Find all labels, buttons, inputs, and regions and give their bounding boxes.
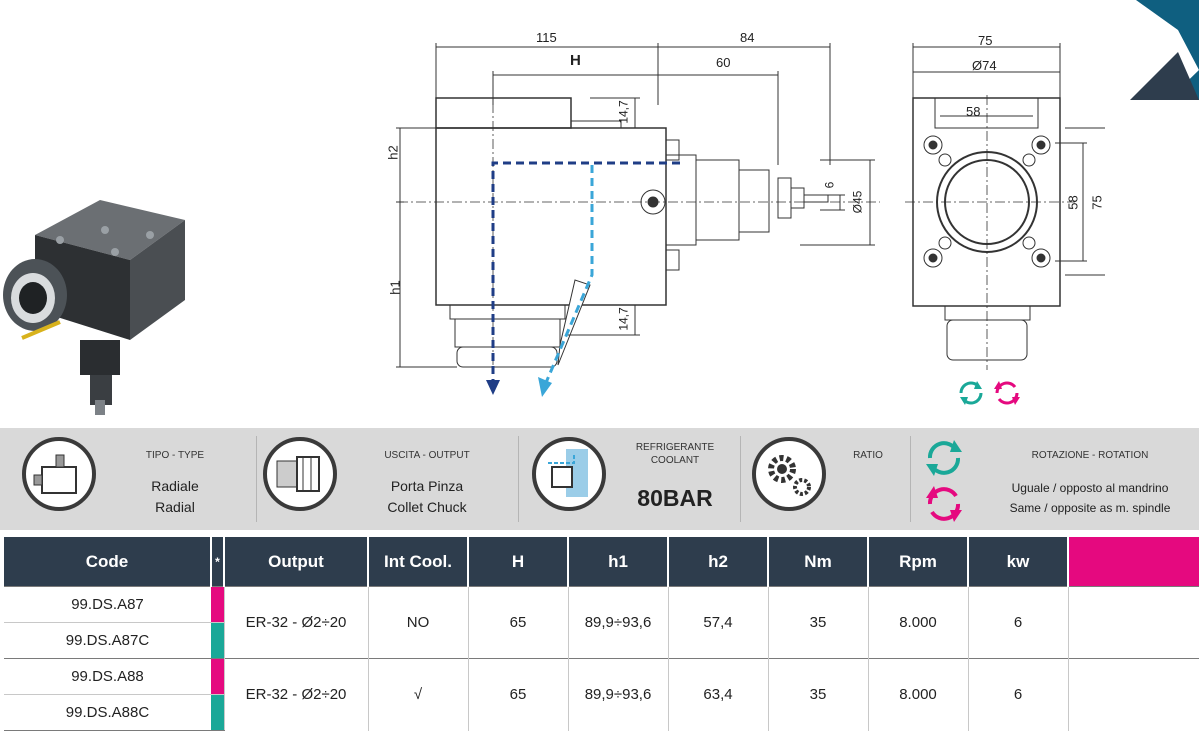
technical-drawing-area: 115 84 H 60 h2 h1 14,7 14,7 6 Ø45 75 Ø74… <box>3 0 1199 415</box>
table-row: 99.DS.A88 ER-32 - Ø2÷20 √ 65 89,9÷93,6 6… <box>4 658 1199 731</box>
header-code: Code <box>4 537 212 587</box>
gears-icon <box>752 437 826 511</box>
dim-58-vertical: 58 <box>1065 195 1081 210</box>
type-value-it: Radiale <box>151 478 199 494</box>
h2-cell: 57,4 <box>668 586 769 659</box>
table-row: 99.DS.A87C <box>4 622 1199 659</box>
dim-h2: h2 <box>385 145 401 160</box>
header-Nm: Nm <box>768 537 869 587</box>
Nm-cell: 35 <box>768 586 869 659</box>
info-band: TIPO - TYPE Radiale Radial USCITA - OUTP… <box>0 428 1199 530</box>
dim-6: 6 <box>822 181 837 189</box>
same-rotation-marker <box>211 658 225 695</box>
dim-58-horizontal: 58 <box>966 104 981 119</box>
output-value-en: Collet Chuck <box>387 499 467 515</box>
opposite-rotation-marker <box>211 694 225 731</box>
header-H: H <box>468 537 569 587</box>
collet-chuck-icon <box>263 437 337 511</box>
coolant-caption-en: COOLANT <box>650 455 700 466</box>
product-illustration <box>3 200 185 415</box>
dim-14-7-top: 14,7 <box>616 100 631 124</box>
dim-dia74: Ø74 <box>972 58 997 73</box>
dim-75-front: 75 <box>978 33 993 48</box>
int-cool-cell: NO <box>368 586 469 659</box>
spec-table: Code * Output Int Cool. H h1 h2 Nm Rpm k… <box>4 537 1199 731</box>
h1-cell: 89,9÷93,6 <box>568 586 669 659</box>
rotation-direction-icons <box>926 440 962 522</box>
front-view-drawing <box>905 43 1105 370</box>
h1-cell: 89,9÷93,6 <box>568 658 669 731</box>
output-cell: ER-32 - Ø2÷20 <box>224 658 369 731</box>
table-row: 99.DS.A88C <box>4 694 1199 731</box>
coolant-pressure: 80BAR <box>637 485 713 511</box>
rotation-caption: ROTAZIONE - ROTATION <box>1031 450 1149 461</box>
coolant-caption-it: REFRIGERANTE <box>635 442 715 453</box>
dim-75-vertical: 75 <box>1089 195 1105 210</box>
H-cell: 65 <box>468 586 569 659</box>
rotation-value-it: Uguale / opposto al mandrino <box>1011 481 1169 495</box>
table-row: 99.DS.A87 ER-32 - Ø2÷20 NO 65 89,9÷93,6 … <box>4 586 1199 659</box>
table-header-row: Code * Output Int Cool. H h1 h2 Nm Rpm k… <box>4 537 1199 587</box>
header-accent <box>1068 537 1199 587</box>
opposite-rotation-marker <box>211 622 225 659</box>
code-cell: 99.DS.A87 <box>4 586 211 623</box>
code-cell: 99.DS.A88C <box>4 694 211 731</box>
rotation-icons <box>959 381 1020 405</box>
H-cell: 65 <box>468 658 569 731</box>
header-kw: kw <box>968 537 1069 587</box>
output-value-it: Porta Pinza <box>390 478 464 494</box>
Rpm-cell: 8.000 <box>868 586 969 659</box>
dim-115: 115 <box>536 30 557 45</box>
kw-cell: 6 <box>968 586 1069 659</box>
empty-cell <box>1068 586 1199 659</box>
kw-cell: 6 <box>968 658 1069 731</box>
radial-type-icon <box>22 437 96 511</box>
code-cell: 99.DS.A87C <box>4 622 211 659</box>
output-cell: ER-32 - Ø2÷20 <box>224 586 369 659</box>
separator <box>518 436 519 522</box>
header-star: * <box>211 537 225 587</box>
output-caption: USCITA - OUTPUT <box>384 450 470 461</box>
header-Rpm: Rpm <box>868 537 969 587</box>
Rpm-cell: 8.000 <box>868 658 969 731</box>
corner-decoration <box>1130 0 1199 100</box>
header-int-cool: Int Cool. <box>368 537 469 587</box>
coolant-icon <box>532 437 606 511</box>
Nm-cell: 35 <box>768 658 869 731</box>
header-output: Output <box>224 537 369 587</box>
dim-dia45: Ø45 <box>850 190 865 214</box>
int-cool-cell: √ <box>368 658 469 731</box>
dim-14-7-bottom: 14,7 <box>616 307 631 331</box>
code-cell: 99.DS.A88 <box>4 658 211 695</box>
type-caption: TIPO - TYPE <box>145 450 205 461</box>
empty-cell <box>1068 658 1199 731</box>
dim-60: 60 <box>716 55 731 70</box>
side-view-drawing <box>396 43 880 397</box>
same-rotation-marker <box>211 586 225 623</box>
dim-H: H <box>570 52 581 69</box>
type-value-en: Radial <box>155 499 195 515</box>
separator <box>910 436 911 522</box>
h2-cell: 63,4 <box>668 658 769 731</box>
separator <box>740 436 741 522</box>
dim-h1: h1 <box>387 280 403 295</box>
separator <box>256 436 257 522</box>
rotation-value-en: Same / opposite as m. spindle <box>1009 501 1171 515</box>
ratio-caption: RATIO <box>853 450 883 461</box>
header-h2: h2 <box>668 537 769 587</box>
header-h1: h1 <box>568 537 669 587</box>
dim-84: 84 <box>740 30 755 45</box>
